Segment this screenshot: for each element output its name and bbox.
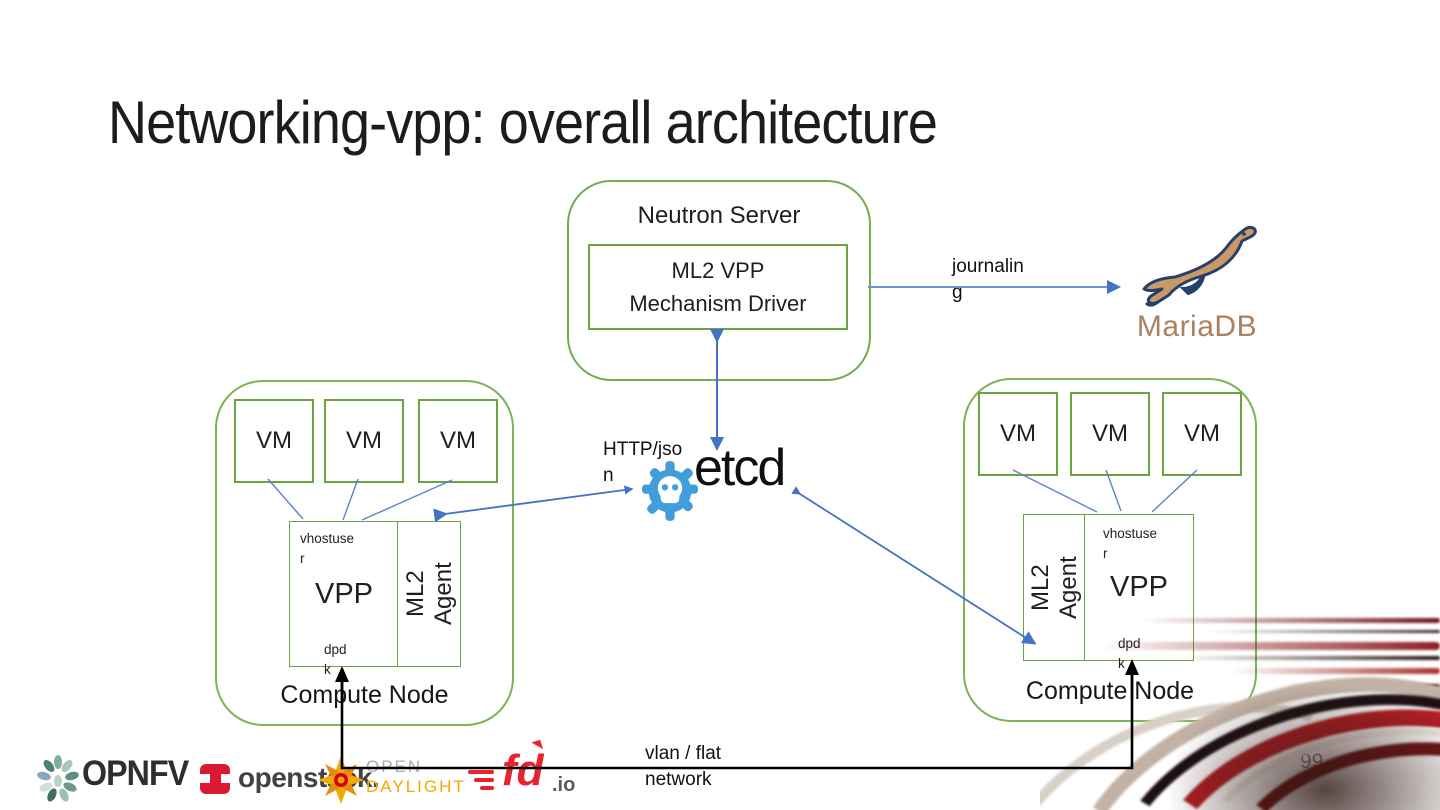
vpp-box: VPP vhostuse r dpd k <box>1084 514 1194 671</box>
driver-label-line1: ML2 VPP <box>671 258 765 283</box>
ml2-agent-box: ML2 Agent <box>1023 514 1086 661</box>
fdio-logo: fd .io <box>468 739 588 806</box>
vlan-network-label: vlan / flat network <box>645 743 722 790</box>
neutron-server-label: Neutron Server <box>637 202 801 229</box>
mariadb-logo: MariaDB <box>1122 224 1272 344</box>
ml2-agent-box: ML2 Agent <box>397 521 461 667</box>
etcd-logo: etcd <box>642 439 812 529</box>
opnfv-logo-icon <box>37 755 79 802</box>
opendaylight-logo: OPEN DAYLIGHT <box>318 756 468 806</box>
vhostuser-label: vhostuse r <box>300 531 355 566</box>
compute-node-left: VM VM VM VPP vhostuse r dpd k ML2 Agent … <box>215 380 514 726</box>
ml2-vpp-driver-box: ML2 VPP Mechanism Driver <box>588 244 848 330</box>
http-json-label: HTTP/jso n <box>603 439 683 486</box>
slide-title: Networking-vpp: overall architecture <box>108 89 938 156</box>
opendaylight-logo-icon <box>318 756 364 804</box>
vhostuser-label: vhostuse r <box>1103 526 1158 561</box>
page-number: 99 <box>1300 750 1324 773</box>
compute-node-label: Compute Node <box>280 681 449 709</box>
journaling-label: journalin g <box>952 256 1024 303</box>
opnfv-logo: OPNFV <box>36 754 216 806</box>
dpdk-label: dpd k <box>324 642 347 677</box>
opnfv-label: OPNFV <box>82 754 189 793</box>
mariadb-seal-icon <box>1142 225 1257 307</box>
opendaylight-label: OPEN DAYLIGHT <box>366 757 466 797</box>
vm-box: VM <box>978 392 1058 476</box>
fdio-suffix-label: .io <box>552 774 576 796</box>
vm-box: VM <box>324 399 404 483</box>
vpp-box: VPP vhostuse r dpd k <box>289 521 399 677</box>
etcd-gear-icon <box>642 461 698 521</box>
neutron-server-box: Neutron Server ML2 VPP Mechanism Driver <box>567 180 871 381</box>
vm-box: VM <box>1162 392 1242 476</box>
vm-box: VM <box>418 399 498 483</box>
dpdk-label: dpd k <box>1118 636 1141 671</box>
vm-box: VM <box>234 399 314 483</box>
mariadb-label: MariaDB <box>1136 310 1258 343</box>
vm-box: VM <box>1070 392 1150 476</box>
etcd-label: etcd <box>694 439 786 497</box>
compute-node-right: VM VM VM ML2 Agent VPP vhostuse r dpd k … <box>963 378 1257 722</box>
driver-label-line2: Mechanism Driver <box>629 291 807 316</box>
fdio-label: fd <box>502 746 544 795</box>
compute-node-label: Compute Node <box>1025 677 1195 705</box>
openstack-logo-icon <box>197 764 233 794</box>
